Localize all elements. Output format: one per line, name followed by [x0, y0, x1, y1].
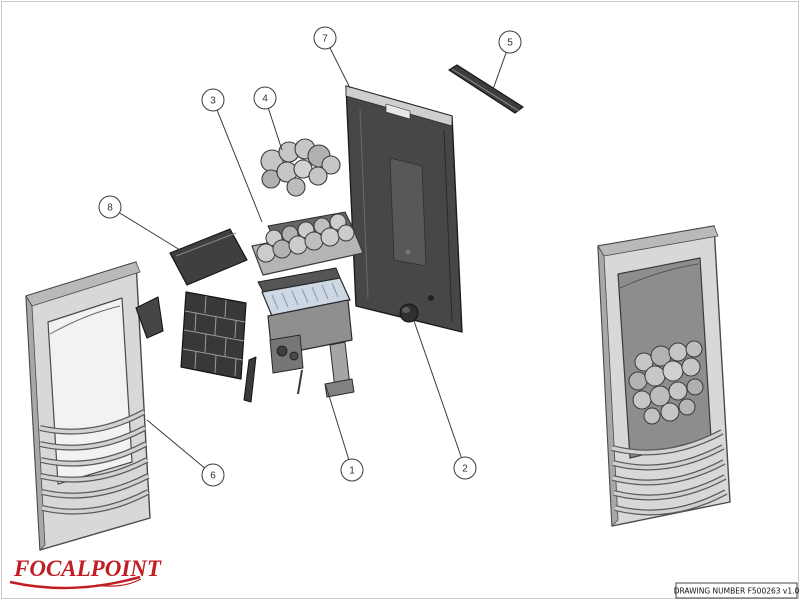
callout-2-label: 2	[462, 464, 468, 475]
callout-5: 5	[491, 30, 522, 93]
part-brick-liner-panel	[180, 291, 247, 380]
callout-1-label: 1	[349, 466, 355, 477]
callout-6-label: 6	[210, 471, 216, 482]
callout-7-label: 7	[322, 34, 328, 45]
assembled-fire-view	[597, 225, 731, 527]
drawing-number-box: DRAWING NUMBER F500263 v1.0	[674, 582, 800, 599]
part-coal-bed-matrix	[251, 211, 364, 276]
part-burner-assembly	[257, 267, 355, 398]
logo-swoosh-secondary	[95, 578, 142, 587]
part-corner-wedge	[135, 296, 164, 339]
callout-3-label: 3	[210, 96, 216, 107]
callout-6: 6	[146, 419, 225, 487]
drawing-number-text: DRAWING NUMBER F500263 v1.0	[674, 587, 800, 596]
callout-3: 3	[201, 88, 263, 223]
part-back-panel	[345, 85, 463, 333]
callout-4: 4	[253, 86, 283, 151]
focalpoint-logo: FOCALPOINT	[9, 556, 162, 590]
callout-7: 7	[313, 26, 351, 89]
callout-8: 8	[98, 195, 181, 251]
callout-4-label: 4	[262, 94, 268, 105]
callout-5-label: 5	[507, 38, 513, 49]
logo-swoosh	[9, 575, 141, 590]
part-side-plate	[169, 228, 248, 286]
part-front-frame	[25, 261, 151, 551]
part-control-knob	[399, 303, 419, 323]
callout-1: 1	[325, 385, 364, 482]
callout-2: 2	[413, 320, 477, 480]
part-top-trim-strip	[448, 64, 524, 114]
callout-8-label: 8	[107, 203, 113, 214]
part-pebble-set	[260, 138, 341, 197]
part-spacer-strip	[243, 356, 257, 403]
